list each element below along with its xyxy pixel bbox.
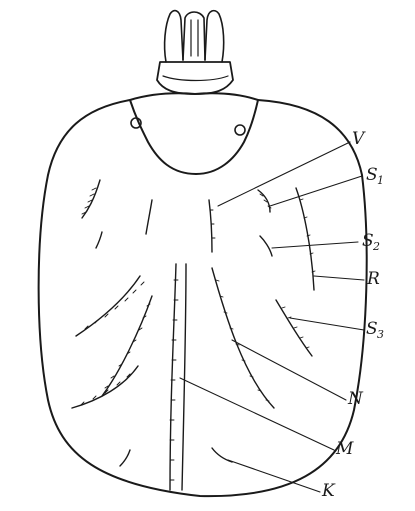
groove-s2 [260, 236, 272, 256]
label-s2: S [362, 231, 374, 251]
scutum [130, 93, 258, 174]
label-v: V [352, 129, 366, 149]
groove-m [170, 264, 176, 490]
labels: V S 1 S 2 R S 3 N M K [321, 129, 384, 501]
eye-right [235, 125, 245, 135]
leader-s2 [272, 242, 358, 248]
leader-s3 [290, 318, 364, 330]
label-k: K [321, 481, 336, 501]
hypostome [183, 12, 205, 60]
body-outline [39, 100, 367, 496]
groove-m2 [182, 264, 186, 490]
scutum-outline [130, 93, 258, 174]
leader-s1 [270, 176, 362, 206]
leader-r [314, 276, 364, 280]
palp-right [205, 11, 224, 62]
groove-left-6 [72, 366, 138, 408]
groove-v [209, 200, 212, 252]
label-s3: S [366, 319, 378, 339]
palp-left [165, 11, 183, 62]
basis-line [163, 76, 228, 81]
groove-left-4 [76, 276, 140, 336]
label-r: R [366, 269, 380, 289]
hypostome-groove [191, 20, 198, 56]
label-s3-sub: 3 [377, 328, 384, 341]
groove-r [296, 188, 314, 290]
label-s2-sub: 2 [372, 240, 380, 253]
groove-left-2 [96, 232, 102, 248]
hatching [81, 188, 315, 480]
groove-n [212, 268, 274, 408]
label-s1-sub: 1 [377, 174, 384, 187]
grooves [72, 180, 314, 490]
groove-s1 [258, 190, 270, 212]
label-s1: S [366, 165, 378, 185]
label-n: N [347, 389, 364, 409]
leader-m [180, 378, 334, 450]
label-m: M [335, 439, 354, 459]
groove-left-3 [146, 200, 152, 234]
capitulum [157, 11, 233, 94]
groove-left-7 [120, 450, 130, 466]
